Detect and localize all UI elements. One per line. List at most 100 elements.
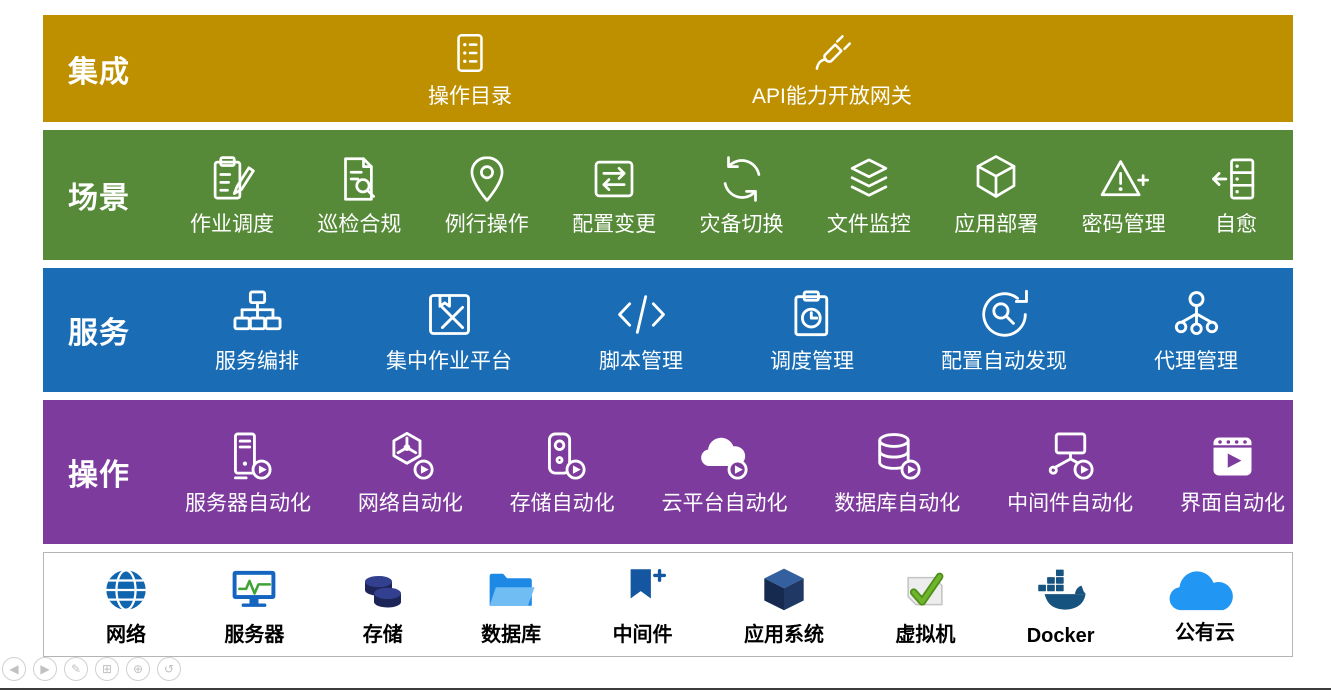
bottom-edge-divider (0, 688, 1331, 690)
item-label: 集中作业平台 (386, 349, 512, 373)
vm-icon (898, 563, 952, 617)
item-ui-play: 界面自动化 (1180, 428, 1285, 516)
item-catalog: 操作目录 (428, 28, 512, 109)
item-label: 代理管理 (1154, 349, 1238, 373)
discover-icon (976, 286, 1033, 343)
item-label: 公有云 (1174, 622, 1235, 644)
item-pin-gear: 例行操作 (445, 152, 529, 237)
item-label: API能力开放网关 (752, 84, 912, 108)
item-clipboard-pencil: 作业调度 (190, 152, 274, 237)
band-service-label: 服务 (68, 317, 130, 350)
item-code: 脚本管理 (599, 286, 683, 374)
server-play-icon (220, 428, 277, 485)
item-monitor: 服务器 (224, 563, 284, 647)
item-plug: API能力开放网关 (752, 28, 912, 109)
item-label: 服务器 (224, 623, 285, 646)
cloud-play-icon (696, 428, 753, 485)
ui-play-icon (1204, 428, 1261, 485)
item-label: 存储 (362, 623, 403, 646)
item-label: 应用部署 (954, 213, 1039, 237)
viewer-control-pen[interactable]: ✎ (64, 657, 88, 681)
item-label: 数据库 (481, 623, 542, 646)
band-service: 服务服务编排 集中作业平台 脚本管理调度管理 配置自动发现 代理管理 (43, 268, 1293, 392)
item-server-play: 服务器自动化 (185, 428, 311, 516)
item-label: 网络自动化 (357, 491, 463, 515)
plug-icon (807, 28, 857, 78)
item-label: 密码管理 (1081, 213, 1166, 237)
cube3d-icon (757, 563, 811, 617)
item-label: 存储自动化 (509, 491, 615, 515)
item-label: 应用系统 (743, 623, 824, 646)
storage-play-icon (534, 428, 591, 485)
viewer-controls: ◀ ▶ ✎ ⊞ ⊕ ↺ (2, 657, 181, 681)
item-book-tools: 集中作业平台 (386, 286, 512, 374)
flow-icon (229, 286, 286, 343)
item-refresh: 灾备切换 (700, 152, 784, 237)
disks-icon (356, 563, 410, 617)
item-label: 调度管理 (770, 349, 854, 373)
item-network-play: 网络自动化 (358, 428, 463, 516)
viewer-control-shapes[interactable]: ⊞ (95, 657, 119, 681)
item-cloud-play: 云平台自动化 (661, 428, 787, 516)
item-doc-search: 巡检合规 (317, 152, 401, 237)
layers-icon (842, 152, 896, 206)
db-folder-icon (484, 563, 538, 617)
band-operate-label: 操作 (68, 459, 130, 492)
item-label: 虚拟机 (895, 623, 956, 646)
network-play-icon (382, 428, 439, 485)
clipboard-clock-icon (784, 286, 841, 343)
item-heal: 自愈 (1209, 152, 1263, 237)
item-label: 中间件 (612, 623, 673, 646)
item-agent: 代理管理 (1154, 286, 1238, 374)
item-label: 配置自动发现 (941, 349, 1067, 373)
cloud-icon (1166, 564, 1244, 615)
clipboard-pencil-icon (205, 152, 259, 206)
item-middleware-play: 中间件自动化 (1007, 428, 1133, 516)
item-label: 中间件自动化 (1007, 491, 1134, 515)
alert-plus-icon (1097, 152, 1151, 206)
item-globe: 网络 (99, 563, 153, 647)
item-database-play: 数据库自动化 (834, 428, 960, 516)
item-label: 例行操作 (444, 213, 529, 237)
item-label: 配置变更 (572, 213, 657, 237)
agent-icon (1168, 286, 1225, 343)
band-resource-items: 网络 服务器 存储 数据库 中间件 应用系统 虚拟机 Docker 公有云 (44, 553, 1292, 656)
item-label: 服务编排 (215, 349, 299, 373)
cube-icon (969, 152, 1023, 206)
item-discover: 配置自动发现 (941, 286, 1067, 374)
item-label: 操作目录 (428, 84, 512, 108)
item-label: 网络 (106, 623, 146, 646)
item-alert-plus: 密码管理 (1082, 152, 1166, 237)
item-flag: 中间件 (613, 563, 673, 647)
book-tools-icon (421, 286, 478, 343)
band-integration-label: 集成 (68, 55, 130, 89)
monitor-icon (227, 563, 281, 617)
item-label: 服务器自动化 (185, 491, 311, 515)
catalog-icon (445, 28, 495, 78)
viewer-control-next[interactable]: ▶ (33, 657, 57, 681)
item-label: Docker (1026, 624, 1095, 647)
item-label: 数据库自动化 (834, 491, 961, 515)
database-play-icon (869, 428, 926, 485)
item-vm: 虚拟机 (895, 563, 955, 647)
item-flow: 服务编排 (215, 286, 299, 374)
item-label: 自愈 (1215, 213, 1257, 237)
band-operate: 操作服务器自动化 网络自动化 存储自动化 云平台自动化数据库自动化 中间件自动化 界面自动… (43, 400, 1293, 544)
refresh-icon (715, 152, 769, 206)
heal-icon (1209, 152, 1263, 206)
band-scene: 场景作业调度巡检合规例行操作配置变更灾备切换文件监控应用部署密码管理自愈 (43, 130, 1293, 260)
item-swap: 配置变更 (572, 152, 656, 237)
band-operate-items: 服务器自动化 网络自动化 存储自动化 云平台自动化数据库自动化 中间件自动化 界面自动化 (183, 400, 1293, 544)
middleware-play-icon (1042, 428, 1099, 485)
item-cube: 应用部署 (954, 152, 1038, 237)
item-label: 作业调度 (190, 213, 274, 237)
item-cloud: 公有云 (1166, 564, 1244, 645)
item-db-folder: 数据库 (481, 563, 541, 647)
globe-icon (99, 563, 153, 617)
viewer-control-zoom-in[interactable]: ⊕ (126, 657, 150, 681)
band-service-items: 服务编排 集中作业平台 脚本管理调度管理 配置自动发现 代理管理 (183, 268, 1293, 392)
code-icon (613, 286, 670, 343)
viewer-control-history[interactable]: ↺ (157, 657, 181, 681)
viewer-control-prev[interactable]: ◀ (2, 657, 26, 681)
